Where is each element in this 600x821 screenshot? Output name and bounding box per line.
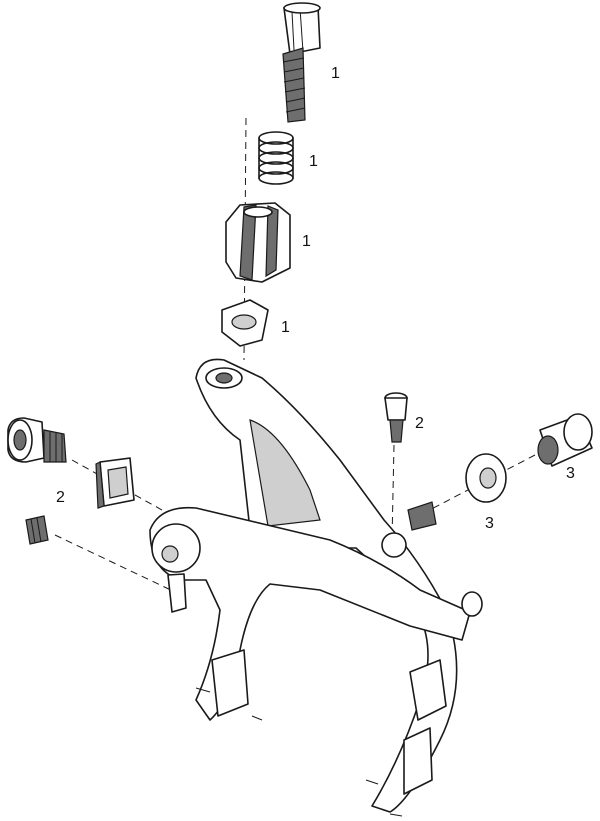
adjuster-nut xyxy=(225,202,291,283)
cable-guide xyxy=(221,299,269,347)
caliper-front-arm xyxy=(149,501,483,721)
callout-barrel-adjuster: 1 xyxy=(331,65,340,82)
callout-recessed-nut: 3 xyxy=(566,465,575,482)
callout-spring: 1 xyxy=(309,153,318,170)
callout-cable-guide: 1 xyxy=(281,319,290,336)
pad-fixing-bolt xyxy=(7,417,67,463)
leader-ticks xyxy=(195,687,403,817)
barrel-adjuster-screw xyxy=(282,2,321,123)
brake-pad xyxy=(95,457,135,509)
set-screw xyxy=(25,515,49,545)
caliper-main-arm xyxy=(195,358,458,813)
spring xyxy=(258,131,294,185)
callout-pad-screw: 2 xyxy=(415,415,424,432)
serrated-washer xyxy=(465,453,507,503)
callout-washer: 3 xyxy=(485,515,494,532)
callout-brake-pad: 2 xyxy=(56,489,65,506)
recessed-nut xyxy=(537,413,593,467)
pad-screw xyxy=(384,392,408,443)
callout-adjuster-nut: 1 xyxy=(302,233,311,250)
